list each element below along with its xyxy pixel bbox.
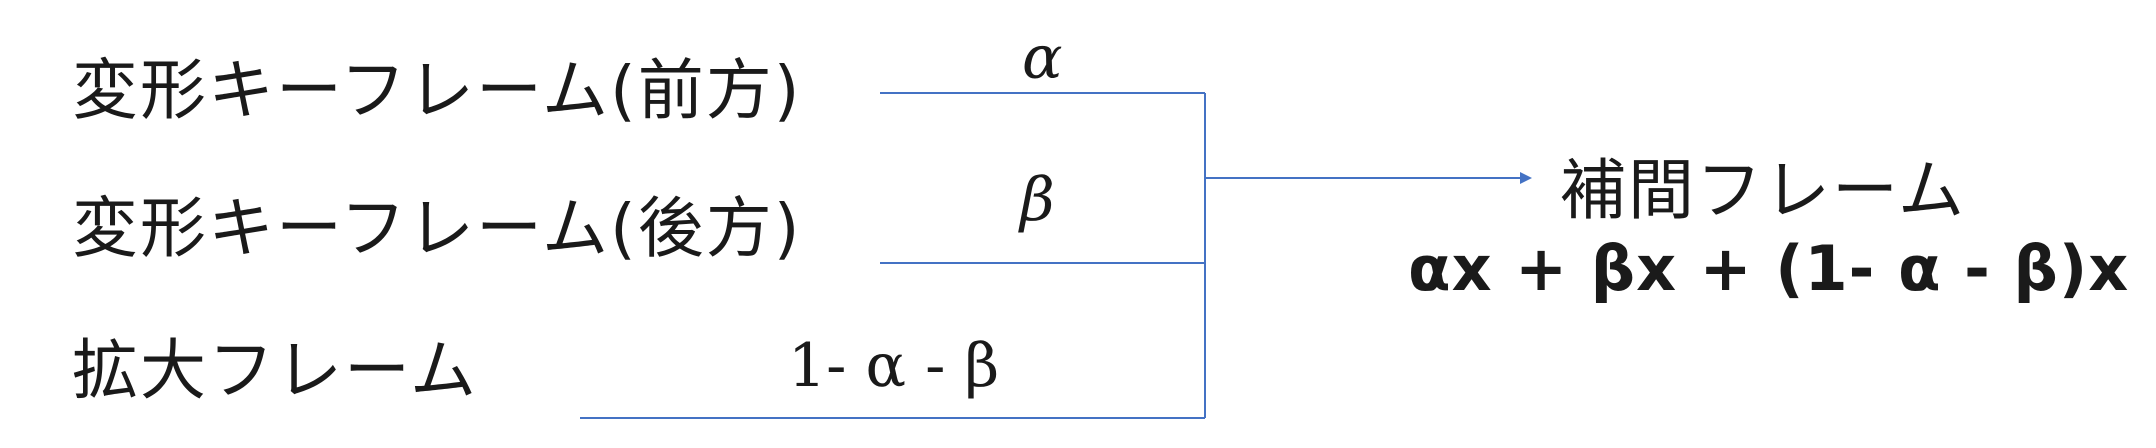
interpolation-formula: αx + βx + (1- α - β)x — [1408, 232, 2130, 305]
input-label-enlarged-frame: 拡大フレーム — [72, 332, 479, 409]
weight-alpha: α — [1022, 23, 1063, 93]
weight-remainder: 1- α - β — [788, 331, 1000, 401]
input-label-backward-keyframe: 変形キーフレーム(後方) — [72, 190, 802, 267]
input-label-forward-keyframe: 変形キーフレーム(前方) — [72, 52, 802, 129]
weight-beta: β — [1020, 165, 1055, 235]
output-label-interpolated-frame: 補間フレーム — [1560, 152, 1967, 229]
